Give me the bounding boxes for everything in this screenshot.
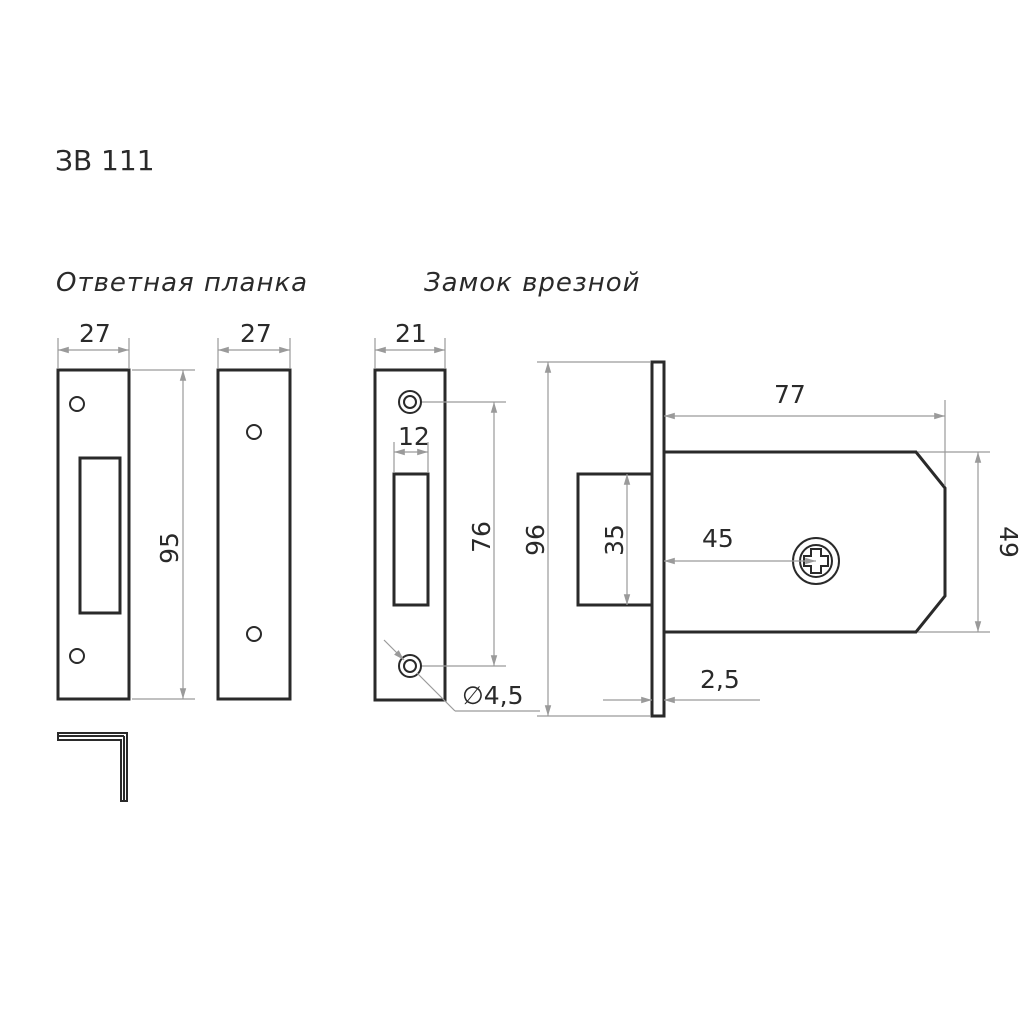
dim-label-lock-height: 96 <box>521 524 550 556</box>
dim-label-lock-backset: 45 <box>702 524 734 553</box>
strike-plate-profile <box>57 732 128 802</box>
dim-label-lock-face-thickness: 2,5 <box>700 665 740 694</box>
strike-plate-back-view <box>216 368 292 701</box>
dim-label-lock-bolt-width: 12 <box>398 422 430 451</box>
dim-lock-face-width <box>374 338 446 368</box>
screw-icon <box>398 390 422 414</box>
dim-label-strike-height: 95 <box>155 532 184 564</box>
lock-body-side-view <box>576 360 947 718</box>
screw-hole-icon <box>69 396 85 412</box>
dim-strike-width-right <box>217 338 291 368</box>
strike-plate-heading: Ответная планка <box>56 268 308 298</box>
dim-lock-body-height <box>918 451 990 633</box>
dim-strike-width-left <box>57 338 130 368</box>
mortise-lock-heading: Замок врезной <box>424 268 641 298</box>
dim-label-lock-hole-spacing: 76 <box>467 521 496 553</box>
dim-label-lock-body-height: 49 <box>994 526 1023 558</box>
screw-hole-icon <box>246 424 262 440</box>
dim-label-lock-body-length: 77 <box>774 380 806 409</box>
dim-screw-hole-diameter <box>383 639 540 712</box>
screw-hole-icon <box>246 626 262 642</box>
strike-plate-front-view <box>56 368 131 701</box>
screw-icon <box>398 654 422 678</box>
drawing-title: ЗВ 111 <box>55 144 155 177</box>
dim-lock-hole-spacing <box>422 401 506 667</box>
dim-label-screw-hole-diameter: ∅4,5 <box>462 681 524 710</box>
dim-lock-bolt-width <box>393 442 429 472</box>
dim-strike-height <box>132 369 195 700</box>
lock-faceplate-front-view <box>373 368 447 702</box>
screw-hole-icon <box>69 648 85 664</box>
dim-label-lock-bolt-height: 35 <box>600 524 629 556</box>
dim-label-strike-width-right: 27 <box>240 319 272 348</box>
dim-label-strike-width-left: 27 <box>79 319 111 348</box>
dim-lock-height <box>537 361 650 717</box>
dim-label-lock-face-width: 21 <box>395 319 427 348</box>
dim-lock-body-length <box>664 400 946 486</box>
